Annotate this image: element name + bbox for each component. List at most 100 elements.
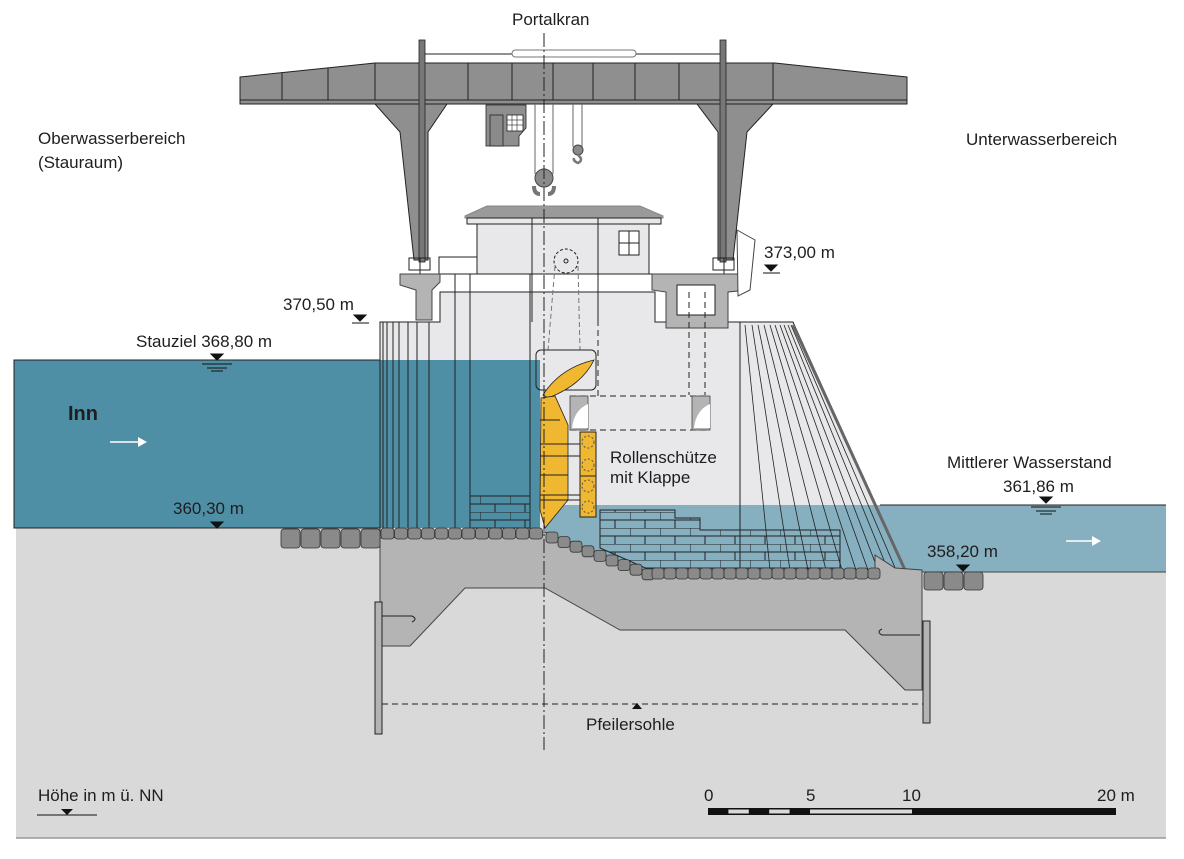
scale-tick-20: 20 m (1097, 786, 1135, 805)
control-house (438, 205, 664, 351)
height-legend-icon (37, 809, 97, 816)
scale-tick-0: 0 (704, 786, 714, 805)
gate-sublabel: mit Klappe (610, 468, 691, 487)
riprap-stone (421, 527, 435, 540)
pier-head-left (399, 273, 441, 321)
pfeilersohle-marker (632, 703, 642, 709)
pier-vertical-lines (379, 270, 741, 570)
elevation-crane-rail: 373,00 m (764, 243, 835, 262)
anchor-hook-left (382, 615, 416, 623)
aux-hook-block (572, 144, 584, 156)
portal-crane (239, 39, 908, 263)
riprap-stone (759, 567, 773, 580)
scale-bar-segment (728, 809, 749, 814)
scale-tick-10: 10 (902, 786, 921, 805)
crane-beam (239, 62, 908, 105)
riprap-stone (557, 536, 571, 548)
riprap-stone (320, 528, 341, 549)
masonry-upstream (469, 495, 531, 529)
riprap-stone (434, 527, 449, 540)
flow-arrow-downstream (1066, 536, 1101, 546)
riprap-stone (651, 567, 665, 580)
riprap-stone (617, 559, 631, 571)
riprap-stone (843, 567, 857, 580)
pier-slope (791, 324, 907, 571)
cabin-window (506, 114, 524, 132)
riprap-stone (711, 567, 725, 580)
riprap-stone (360, 528, 381, 549)
riprap-stone (394, 527, 408, 540)
upstream-area-label: Oberwasserbereich (38, 129, 186, 148)
crane-leg-right (696, 103, 775, 261)
riprap-stone (407, 527, 422, 540)
foundation-label: Pfeilersohle (586, 715, 675, 734)
elevation-pier-top: 370,50 m (283, 295, 354, 314)
rail-bracket-right (736, 229, 756, 297)
main-hook-icon (532, 185, 556, 196)
riprap-stone (488, 527, 503, 540)
riprap-stone (735, 567, 749, 580)
anchor-hook-right (878, 628, 920, 636)
riprap-stone (380, 527, 395, 540)
gate-roller-lower (579, 475, 597, 518)
river-name: Inn (68, 403, 98, 425)
riprap-stone (963, 571, 984, 591)
elevation-downstream-bed: 358,20 m (927, 542, 998, 561)
scale-bar-segment (810, 809, 912, 814)
masonry-downstream (599, 509, 841, 571)
crane-label: Portalkran (512, 10, 590, 29)
flow-arrow-upstream (110, 437, 147, 447)
gate-flap (542, 359, 595, 399)
riprap-stone (529, 527, 543, 540)
riprap-stone (629, 563, 643, 576)
crane-trolley-rail (511, 49, 637, 58)
riprap-stone (771, 567, 785, 580)
riprap-stone (280, 528, 301, 549)
sheet-pile-right (922, 620, 931, 724)
gate-label: Rollenschütze (610, 448, 717, 467)
riprap-stone (569, 540, 583, 553)
riprap-stone (475, 527, 489, 540)
riprap-stone (807, 567, 821, 580)
riprap-stone (687, 567, 701, 580)
riprap-stone (699, 567, 713, 580)
elevation-upstream-bed: 360,30 m (173, 499, 244, 518)
riprap-stone (795, 567, 809, 580)
riprap-stone (502, 527, 516, 540)
riprap-stone (593, 550, 607, 562)
riprap-stone (663, 567, 677, 580)
riprap-stone (943, 571, 964, 591)
riprap-stone (515, 527, 530, 540)
riprap-stone (545, 531, 559, 544)
downstream-water (880, 505, 1166, 572)
riprap-stone (448, 527, 462, 540)
riprap-stone (675, 567, 689, 580)
riprap-stone (723, 567, 737, 580)
scale-bar (708, 808, 1116, 815)
riprap-stone (605, 554, 619, 567)
mean-level-label: Mittlerer Wasserstand (947, 453, 1112, 472)
riprap-stone (461, 527, 476, 540)
height-legend-label: Höhe in m ü. NN (38, 786, 164, 805)
scale-tick-5: 5 (806, 786, 816, 805)
aux-hook-icon (572, 154, 583, 165)
riprap-stone (340, 528, 361, 549)
gate-roller-upper (579, 431, 597, 477)
riprap-stone (300, 528, 321, 549)
upstream-area-sublabel: (Stauraum) (38, 153, 124, 172)
riprap-stone (819, 567, 833, 580)
mean-level-value: 361,86 m (1003, 477, 1074, 496)
riprap-stone (923, 571, 944, 591)
riprap-stone (783, 567, 797, 580)
elevation-stauziel: Stauziel 368,80 m (136, 332, 273, 351)
downstream-area-label: Unterwasserbereich (966, 130, 1118, 149)
scale-bar-segment (769, 809, 790, 814)
pier-fan-lines (744, 324, 897, 571)
riprap-stone (855, 567, 869, 580)
riprap-stone (581, 545, 595, 558)
riprap-stone (867, 567, 881, 580)
riprap-stone (747, 567, 761, 580)
roller-gate (535, 349, 597, 529)
sheet-pile-left (374, 601, 383, 735)
